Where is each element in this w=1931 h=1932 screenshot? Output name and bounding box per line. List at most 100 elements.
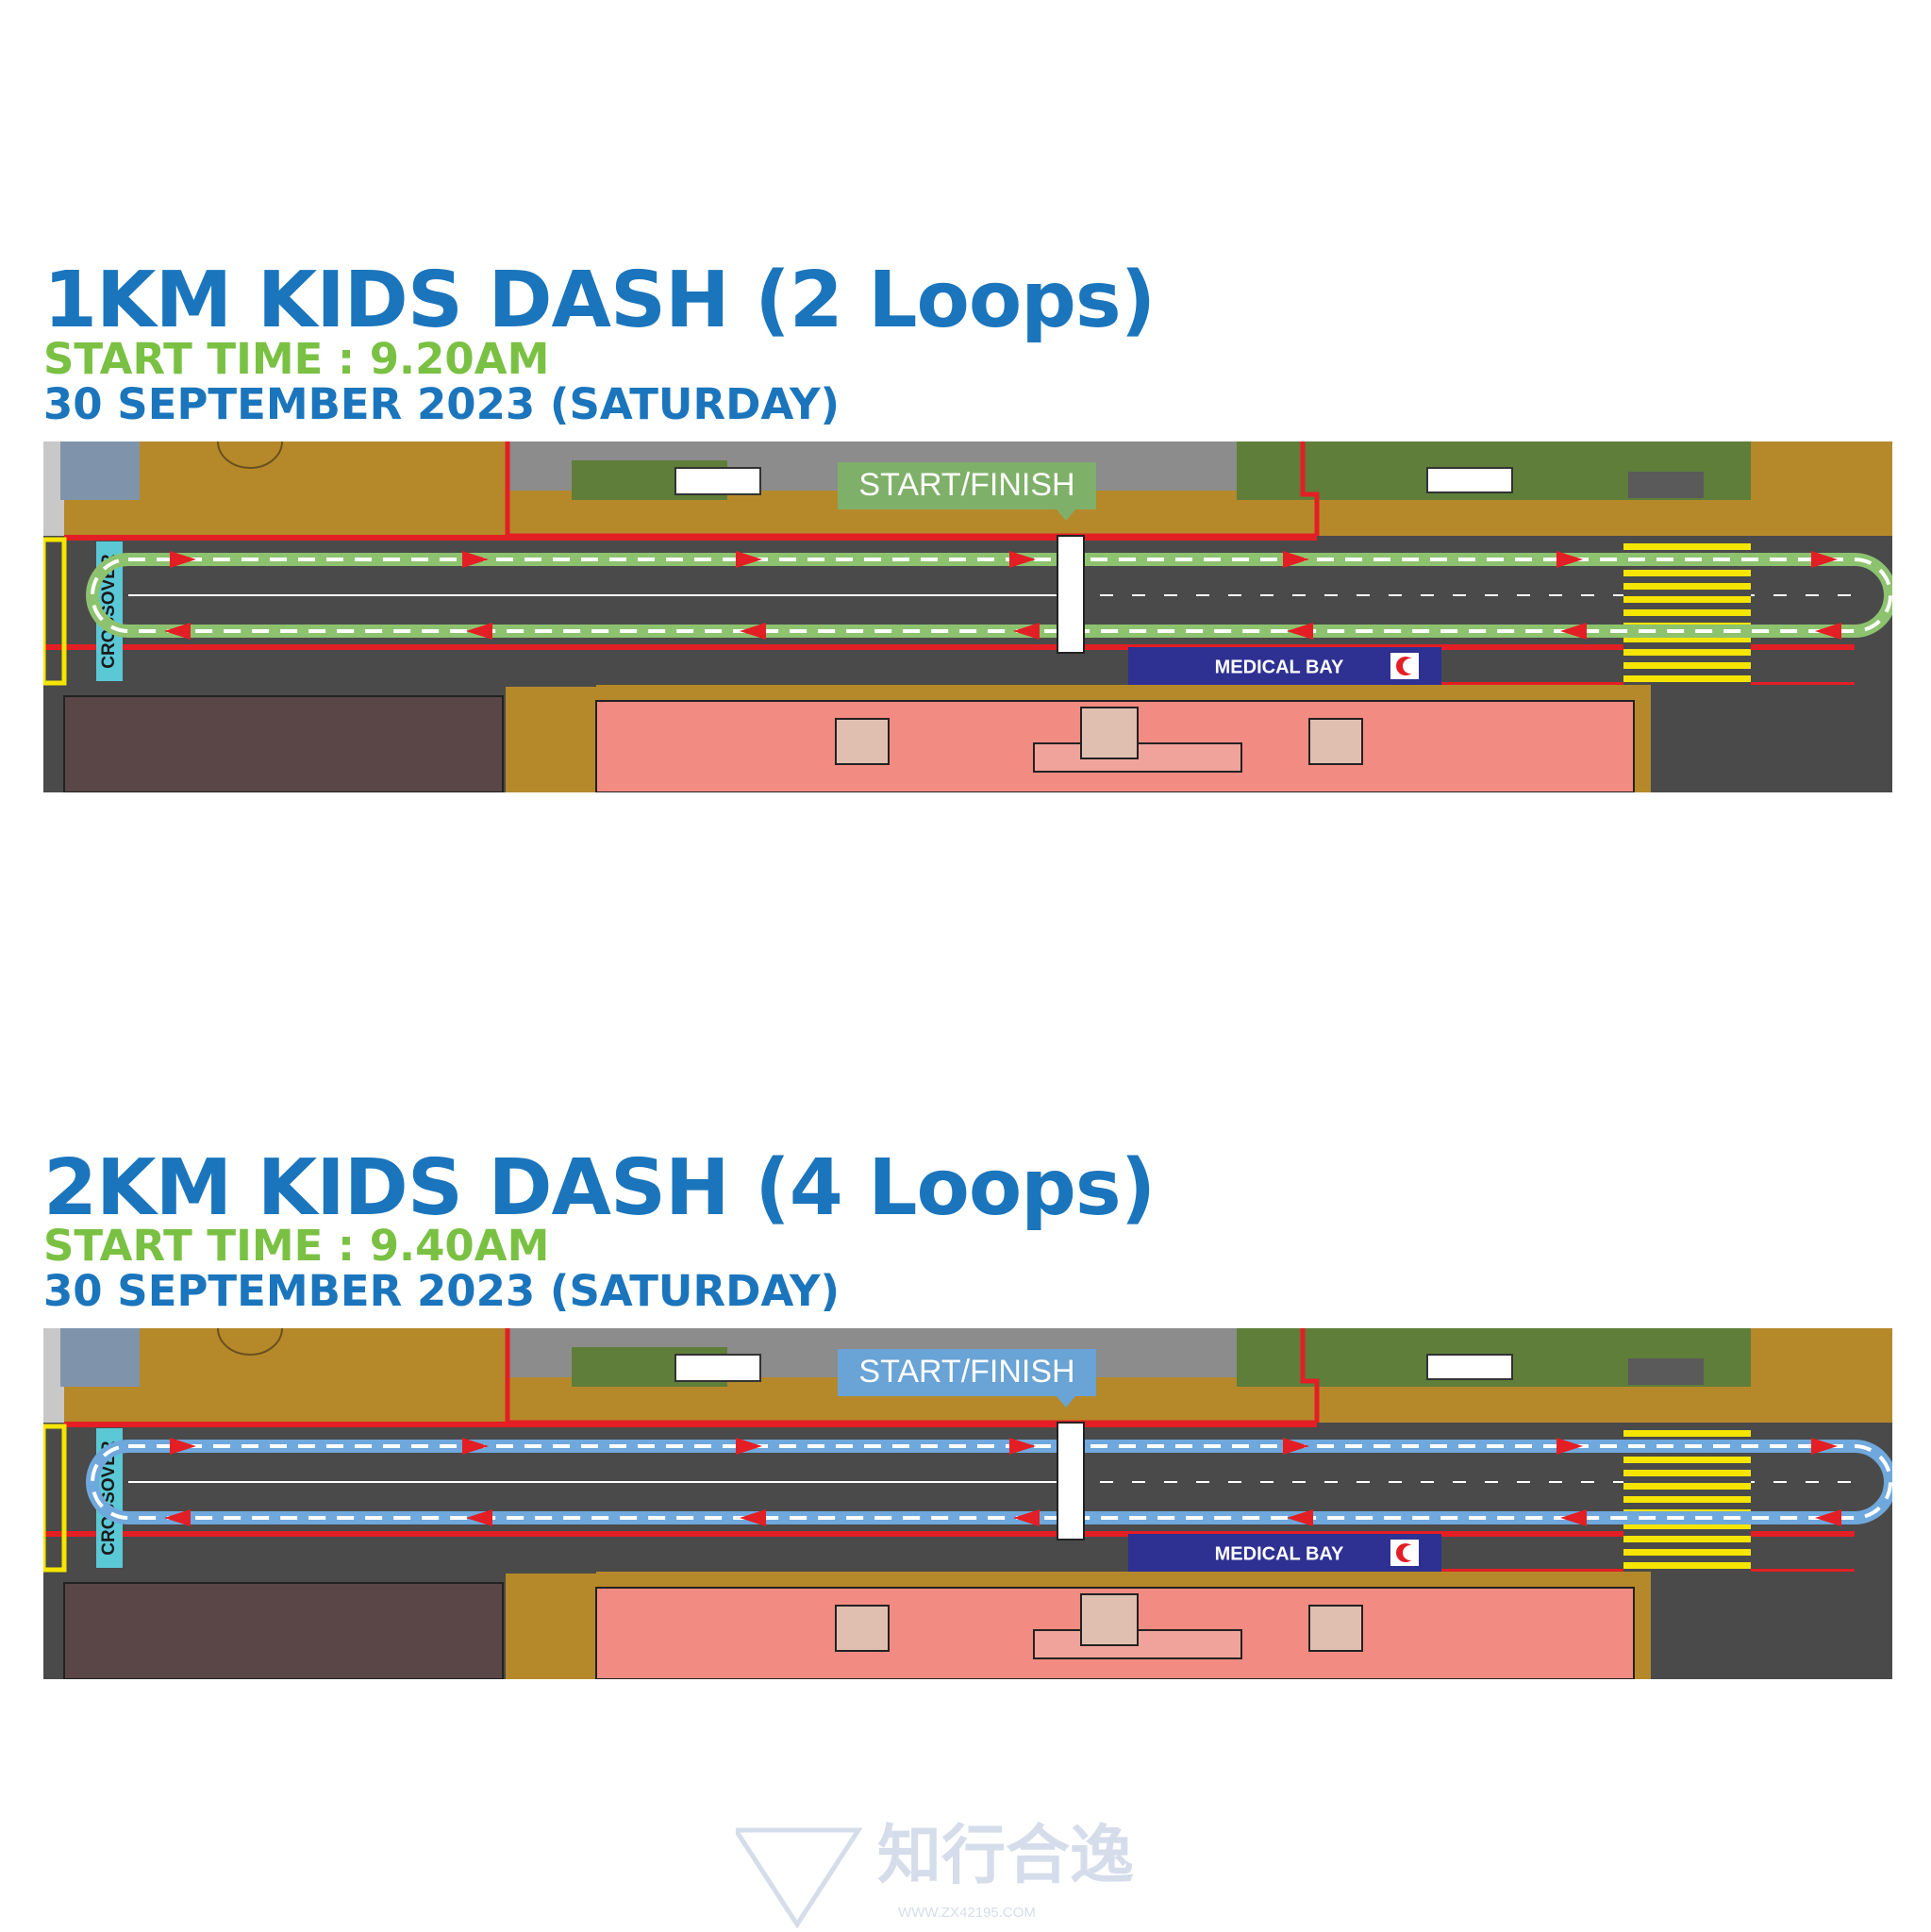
- start-finish-pointer: [1057, 1396, 1075, 1407]
- direction-arrow-east: [1811, 551, 1838, 568]
- zebra-stripe: [1623, 1549, 1751, 1556]
- direction-arrow-east: [1556, 551, 1583, 568]
- dome-center: [1080, 1593, 1139, 1646]
- top-pad-right: [1628, 472, 1704, 498]
- dome-center: [1080, 707, 1139, 759]
- zebra-stripe: [1623, 1536, 1751, 1542]
- start-finish-tag: [838, 1349, 1096, 1396]
- watermark-url: WWW.ZX42195.COM: [898, 1905, 1036, 1921]
- direction-arrow-east: [170, 1438, 196, 1455]
- barrier-top: [505, 441, 1320, 539]
- direction-arrow-west: [740, 1509, 766, 1526]
- bottom-road-right: [1651, 685, 1892, 792]
- zebra-stripe: [1623, 636, 1751, 642]
- medical-bay: [1128, 647, 1441, 685]
- direction-arrow-west: [1560, 1509, 1587, 1526]
- map2-start-time: START TIME : 9.40AM: [43, 1221, 550, 1271]
- top-stairs: [674, 467, 761, 495]
- medical-bay: [1128, 1534, 1441, 1572]
- start-finish-tag: [838, 462, 1096, 509]
- direction-arrow-west: [1815, 623, 1841, 640]
- top-stairs: [674, 1354, 761, 1382]
- direction-arrow-west: [164, 1509, 191, 1526]
- direction-arrow-west: [466, 623, 492, 640]
- sidewalk: [43, 1328, 64, 1423]
- top-stairs-right: [1426, 1354, 1513, 1380]
- zebra-stripe: [1623, 570, 1751, 576]
- zebra-stripe: [1623, 1470, 1751, 1476]
- zebra-stripe: [1623, 1457, 1751, 1463]
- building-pad: [60, 1328, 140, 1387]
- sidewalk: [43, 441, 64, 536]
- zebra-stripe: [1623, 1496, 1751, 1503]
- start-finish-pointer: [1057, 509, 1075, 521]
- watermark-icon: [736, 1827, 863, 1929]
- building-left: [63, 695, 504, 792]
- dome-right: [1308, 718, 1363, 765]
- route-loop-dash: [91, 558, 1892, 633]
- building-pad: [60, 441, 140, 500]
- direction-arrow-east: [1009, 1438, 1036, 1455]
- direction-arrow-east: [736, 551, 762, 568]
- zebra-stripe: [1623, 649, 1751, 656]
- direction-arrow-east: [462, 1438, 489, 1455]
- direction-arrow-west: [1013, 623, 1040, 640]
- direction-arrow-west: [1013, 1509, 1040, 1526]
- direction-arrow-west: [1560, 623, 1587, 640]
- building-left: [63, 1582, 504, 1679]
- map2-date: 30 SEPTEMBER 2023 (SATURDAY): [43, 1266, 841, 1316]
- dome-left: [835, 718, 890, 765]
- direction-arrow-west: [466, 1509, 492, 1526]
- watermark-logo: 知行合逸 WWW.ZX42195.COM: [736, 1819, 1134, 1929]
- direction-arrow-east: [1283, 1438, 1309, 1455]
- map1-start-time: START TIME : 9.20AM: [43, 334, 550, 384]
- direction-arrow-west: [1287, 1509, 1313, 1526]
- start-finish-gantry: [1057, 535, 1085, 654]
- top-stairs-right: [1426, 467, 1513, 493]
- direction-arrow-west: [164, 623, 191, 640]
- map1-course-map: CROSSOVER START/FINISH MEDICAL BAY: [43, 441, 1892, 792]
- direction-arrow-east: [736, 1438, 762, 1455]
- crossover-label: CROSSOVER: [99, 1441, 119, 1556]
- zebra-stripe: [1623, 543, 1751, 550]
- zebra-stripe: [1623, 675, 1751, 682]
- barrier-top: [505, 1328, 1320, 1425]
- direction-arrow-east: [1009, 551, 1036, 568]
- direction-arrow-east: [462, 551, 489, 568]
- zebra-stripe: [1623, 1562, 1751, 1569]
- zebra-stripe: [1623, 583, 1751, 590]
- direction-arrow-west: [1287, 623, 1313, 640]
- start-finish-label: START/FINISH: [858, 467, 1074, 503]
- bottom-road-right: [1651, 1572, 1892, 1679]
- medical-bay-label: MEDICAL BAY: [1215, 1543, 1344, 1564]
- top-pad-right: [1628, 1358, 1704, 1385]
- dome-left: [835, 1605, 890, 1652]
- zebra-stripe: [1623, 1483, 1751, 1490]
- route-loop-dash: [91, 1444, 1892, 1520]
- direction-arrow-east: [1283, 551, 1309, 568]
- direction-arrow-east: [170, 551, 196, 568]
- zebra-stripe: [1623, 662, 1751, 669]
- crossover-frame: [43, 537, 67, 686]
- map1-title: 1KM KIDS DASH (2 Loops): [43, 256, 1156, 345]
- roundabout-arc: [217, 1328, 283, 1356]
- start-finish-label: START/FINISH: [858, 1354, 1074, 1390]
- watermark-text: 知行合逸: [877, 1819, 1134, 1893]
- zebra-stripe: [1623, 1430, 1751, 1437]
- roundabout-arc: [217, 441, 283, 469]
- direction-arrow-west: [1815, 1509, 1841, 1526]
- crossover-label: CROSSOVER: [99, 554, 119, 669]
- map1-date: 30 SEPTEMBER 2023 (SATURDAY): [43, 379, 841, 429]
- direction-arrow-east: [1811, 1438, 1838, 1455]
- medical-bay-label: MEDICAL BAY: [1215, 657, 1344, 677]
- direction-arrow-west: [740, 623, 766, 640]
- red-crescent-icon-cut: [1403, 1545, 1418, 1560]
- direction-arrow-east: [1556, 1438, 1583, 1455]
- crossover-frame: [43, 1424, 67, 1573]
- map2-title: 2KM KIDS DASH (4 Loops): [43, 1143, 1156, 1233]
- start-finish-gantry: [1057, 1422, 1085, 1541]
- zebra-stripe: [1623, 609, 1751, 616]
- red-crescent-icon-cut: [1403, 658, 1418, 674]
- dome-right: [1308, 1605, 1363, 1652]
- zebra-stripe: [1623, 596, 1751, 603]
